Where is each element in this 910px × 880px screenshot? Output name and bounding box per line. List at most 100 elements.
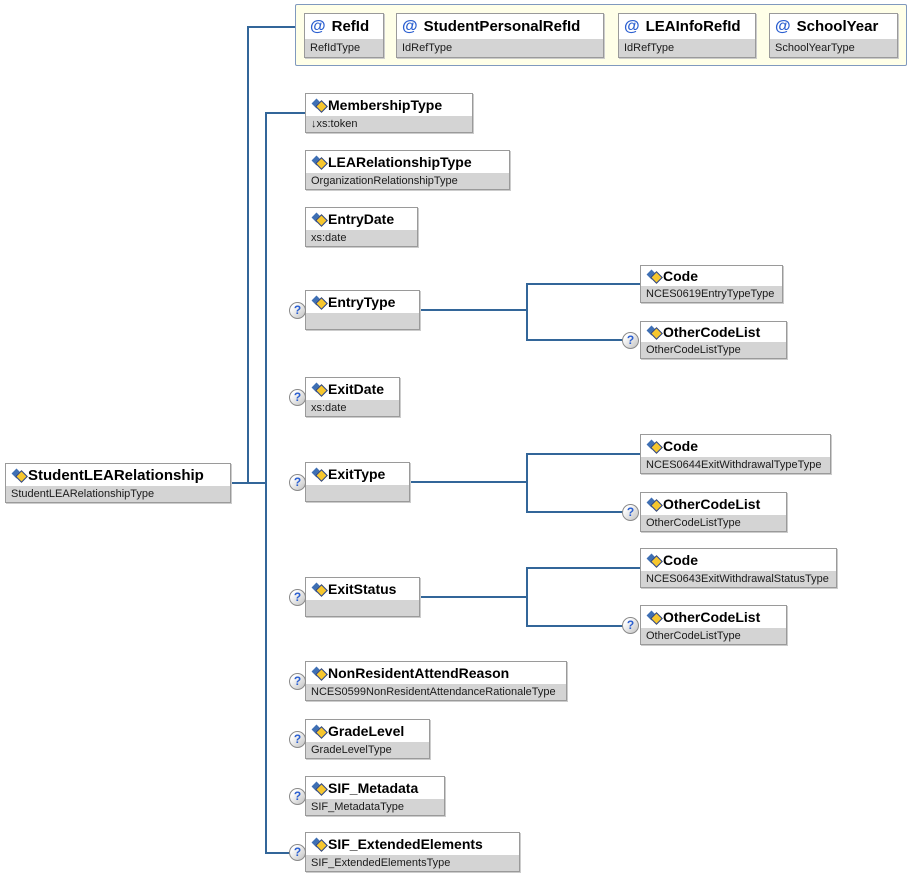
element-icon (311, 781, 328, 796)
element-name: ExitDate (328, 381, 385, 397)
element-box-entrytype[interactable]: EntryType (305, 290, 420, 330)
optional-indicator-icon: ? (622, 617, 639, 634)
optional-indicator-icon: ? (289, 589, 306, 606)
element-type (306, 485, 409, 501)
element-name: MembershipType (328, 97, 443, 113)
attribute-type: RefIdType (305, 39, 383, 57)
element-title: OtherCodeList (641, 493, 786, 515)
element-box-entrytype-othercodelist[interactable]: OtherCodeList OtherCodeListType (640, 321, 787, 359)
element-type: NCES0599NonResidentAttendanceRationaleTy… (306, 684, 566, 700)
element-name: Code (663, 438, 698, 454)
element-box-entrytype-code[interactable]: Code NCES0619EntryTypeType (640, 265, 783, 303)
element-box-learelationshiptype[interactable]: LEARelationshipType OrganizationRelation… (305, 150, 510, 190)
attribute-box-leainforefid[interactable]: @ LEAInfoRefId IdRefType (618, 13, 756, 58)
attribute-box-schoolyear[interactable]: @ SchoolYear SchoolYearType (769, 13, 898, 58)
optional-indicator-icon: ? (622, 332, 639, 349)
attribute-box-studentpersonalrefid[interactable]: @ StudentPersonalRefId IdRefType (396, 13, 604, 58)
element-title: SIF_ExtendedElements (306, 833, 519, 855)
attribute-name: SchoolYear (796, 18, 879, 35)
element-icon (11, 468, 28, 483)
element-box-exittype[interactable]: ExitType (305, 462, 410, 502)
element-box-exittype-othercodelist[interactable]: OtherCodeList OtherCodeListType (640, 492, 787, 532)
element-icon (646, 610, 663, 625)
element-name: Code (663, 268, 698, 284)
element-icon (311, 724, 328, 739)
attribute-name: StudentPersonalRefId (423, 18, 581, 35)
element-type: OtherCodeListType (641, 342, 786, 358)
element-icon (311, 467, 328, 482)
element-icon (646, 325, 663, 340)
element-name: ExitType (328, 466, 386, 482)
element-name: EntryDate (328, 211, 395, 227)
element-type (306, 313, 419, 329)
element-name: NonResidentAttendReason (328, 665, 510, 681)
attribute-icon: @ (624, 17, 640, 35)
element-title: ExitType (306, 463, 409, 485)
element-title: MembershipType (306, 94, 472, 116)
element-title: Code (641, 435, 830, 457)
element-name: GradeLevel (328, 723, 405, 739)
element-type: xs:date (306, 400, 399, 416)
attribute-icon: @ (402, 17, 418, 35)
element-title: ExitDate (306, 378, 399, 400)
connector-line (420, 596, 528, 598)
element-title: StudentLEARelationship (6, 464, 230, 486)
element-icon (311, 295, 328, 310)
element-box-exitstatus-code[interactable]: Code NCES0643ExitWithdrawalStatusType (640, 548, 837, 588)
element-title: GradeLevel (306, 720, 429, 742)
element-box-sif-metadata[interactable]: SIF_Metadata SIF_MetadataType (305, 776, 445, 816)
element-box-entrydate[interactable]: EntryDate xs:date (305, 207, 418, 247)
attribute-name: LEAInfoRefId (645, 18, 741, 35)
connector-line (528, 625, 624, 627)
element-title: EntryType (306, 291, 419, 313)
element-title: NonResidentAttendReason (306, 662, 566, 684)
element-type: OrganizationRelationshipType (306, 173, 509, 189)
connector-line (265, 112, 305, 114)
element-name: Code (663, 552, 698, 568)
element-type: OtherCodeListType (641, 628, 786, 644)
element-box-gradelevel[interactable]: GradeLevel GradeLevelType (305, 719, 430, 759)
attribute-box-refid[interactable]: @ RefId RefIdType (304, 13, 384, 58)
element-icon (311, 212, 328, 227)
element-title: OtherCodeList (641, 606, 786, 628)
attribute-name: RefId (331, 18, 370, 35)
connector-line (528, 339, 624, 341)
element-type: SIF_MetadataType (306, 799, 444, 815)
optional-indicator-icon: ? (622, 504, 639, 521)
element-title: SIF_Metadata (306, 777, 444, 799)
optional-indicator-icon: ? (289, 731, 306, 748)
element-title: EntryDate (306, 208, 417, 230)
element-title: ExitStatus (306, 578, 419, 600)
element-icon (311, 582, 328, 597)
element-name: EntryType (328, 294, 396, 310)
attribute-title: @ RefId (305, 14, 383, 39)
element-name: SIF_ExtendedElements (328, 836, 483, 852)
element-box-exitstatus-othercodelist[interactable]: OtherCodeList OtherCodeListType (640, 605, 787, 645)
element-type (306, 600, 419, 616)
connector-line (265, 852, 291, 854)
connector-line (231, 482, 267, 484)
element-box-exitdate[interactable]: ExitDate xs:date (305, 377, 400, 417)
element-box-membershiptype[interactable]: MembershipType ↓xs:token (305, 93, 473, 133)
element-box-exittype-code[interactable]: Code NCES0644ExitWithdrawalTypeType (640, 434, 831, 474)
element-box-exitstatus[interactable]: ExitStatus (305, 577, 420, 617)
element-box-sif-extendedelements[interactable]: SIF_ExtendedElements SIF_ExtendedElement… (305, 832, 520, 872)
element-name: LEARelationshipType (328, 154, 472, 170)
connector-line (526, 567, 528, 627)
element-name: OtherCodeList (663, 609, 761, 625)
element-box-nonresidentattendreason[interactable]: NonResidentAttendReason NCES0599NonResid… (305, 661, 567, 701)
attribute-type: IdRefType (397, 39, 603, 57)
element-name: ExitStatus (328, 581, 397, 597)
attribute-title: @ StudentPersonalRefId (397, 14, 603, 39)
attribute-title: @ LEAInfoRefId (619, 14, 755, 39)
connector-line (526, 453, 528, 513)
connector-line (528, 511, 624, 513)
element-icon (311, 666, 328, 681)
element-type: NCES0619EntryTypeType (641, 286, 782, 302)
element-type: OtherCodeListType (641, 515, 786, 531)
element-box-studentlearelationship[interactable]: StudentLEARelationship StudentLEARelatio… (5, 463, 231, 503)
element-icon (311, 98, 328, 113)
element-icon (646, 269, 663, 284)
element-icon (311, 382, 328, 397)
attribute-icon: @ (310, 17, 326, 35)
